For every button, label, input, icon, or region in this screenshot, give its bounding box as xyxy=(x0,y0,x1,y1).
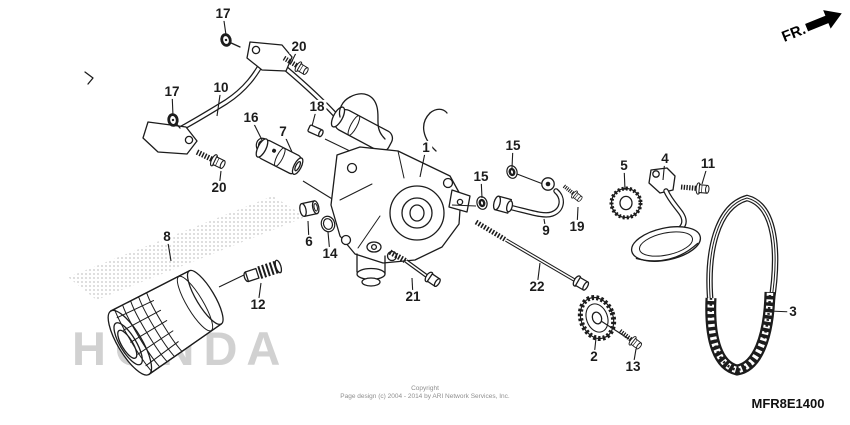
callout-3: 3 xyxy=(787,303,799,320)
fr-direction-indicator: FR. xyxy=(778,1,849,50)
callout-13: 13 xyxy=(623,358,643,375)
joint-bolt-12-art xyxy=(243,259,283,283)
callout-22: 22 xyxy=(527,278,547,295)
callout-17: 17 xyxy=(213,5,233,22)
copyright-line2: Page design (c) 2004 - 2014 by ARI Netwo… xyxy=(340,393,510,401)
callout-15: 15 xyxy=(471,168,491,185)
callout-21: 21 xyxy=(403,288,423,305)
bolt-20-bottom-art xyxy=(194,147,227,171)
callout-8: 8 xyxy=(161,228,173,245)
callout-19: 19 xyxy=(567,218,587,235)
callout-20: 20 xyxy=(289,38,309,55)
callout-18: 18 xyxy=(307,98,327,115)
callout-15: 15 xyxy=(503,137,523,154)
copyright-line1: Copyright xyxy=(411,385,439,392)
oil-strainer-4-art xyxy=(630,167,702,262)
oil-pipe-b-art xyxy=(84,41,343,155)
pump-sprocket-2-art xyxy=(577,295,617,341)
callout-4: 4 xyxy=(659,150,671,167)
callout-2: 2 xyxy=(588,348,600,365)
oil-filter-8-art xyxy=(107,269,224,376)
callout-1: 1 xyxy=(420,139,432,156)
relief-valve-7-art xyxy=(255,138,304,175)
callout-16: 16 xyxy=(241,109,261,126)
grommet-17-top-art xyxy=(219,32,233,48)
bolt-21-art xyxy=(388,249,441,288)
callout-9: 9 xyxy=(540,222,552,239)
callout-14: 14 xyxy=(320,245,340,262)
callout-7: 7 xyxy=(277,123,289,140)
bolt-13-art xyxy=(617,327,644,351)
oil-pump-chain-3-art xyxy=(705,194,779,376)
bolt-22-art xyxy=(474,219,590,291)
oil-pipe-9-art xyxy=(492,177,564,218)
callout-5: 5 xyxy=(618,157,630,174)
callout-6: 6 xyxy=(303,233,315,250)
callout-10: 10 xyxy=(211,79,231,96)
bolt-19-art xyxy=(559,180,586,206)
copyright-block: Copyright Page design (c) 2004 - 2014 by… xyxy=(0,385,850,401)
oil-pump-assembly-art xyxy=(330,93,471,287)
strainer-cap-5-art xyxy=(609,186,643,220)
callout-20: 20 xyxy=(209,179,229,196)
fr-label: FR. xyxy=(779,20,809,46)
fr-arrow-icon xyxy=(805,10,842,32)
dowel-pin-18-art xyxy=(307,124,324,138)
diagram-code: MFR8E1400 xyxy=(751,396,825,411)
bolt-11-art xyxy=(681,181,710,195)
collar-6-art xyxy=(299,200,320,218)
callout-17: 17 xyxy=(162,83,182,100)
callout-12: 12 xyxy=(248,296,268,313)
callout-11: 11 xyxy=(698,155,718,172)
